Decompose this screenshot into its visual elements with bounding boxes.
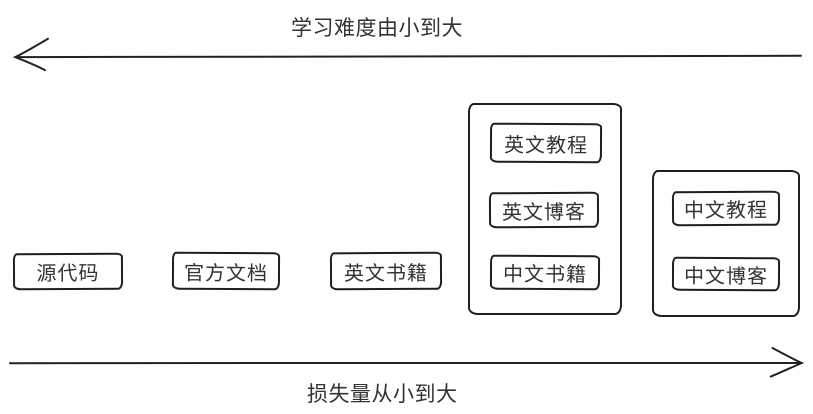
node-english-tutorials: 英文教程	[489, 122, 603, 164]
bottom-axis-label: 损失量从小到大	[307, 382, 458, 406]
node-chinese-books: 中文书籍	[489, 254, 601, 291]
node-official-docs: 官方文档	[171, 251, 281, 291]
node-source-code: 源代码	[12, 252, 124, 291]
node-chinese-tutorials: 中文教程	[671, 190, 781, 227]
loss-arrow-right-icon	[9, 347, 805, 378]
node-english-blogs: 英文博客	[488, 191, 600, 229]
group-box-english-and-chinese-books: 英文教程 英文博客 中文书籍	[468, 103, 622, 315]
node-english-books: 英文书籍	[329, 251, 443, 291]
difficulty-arrow-left-icon	[12, 37, 802, 72]
top-axis-label: 学习难度由小到大	[291, 16, 463, 40]
group-box-chinese-tutorials-blogs: 中文教程 中文博客	[652, 170, 800, 317]
node-chinese-blogs: 中文博客	[671, 256, 781, 292]
